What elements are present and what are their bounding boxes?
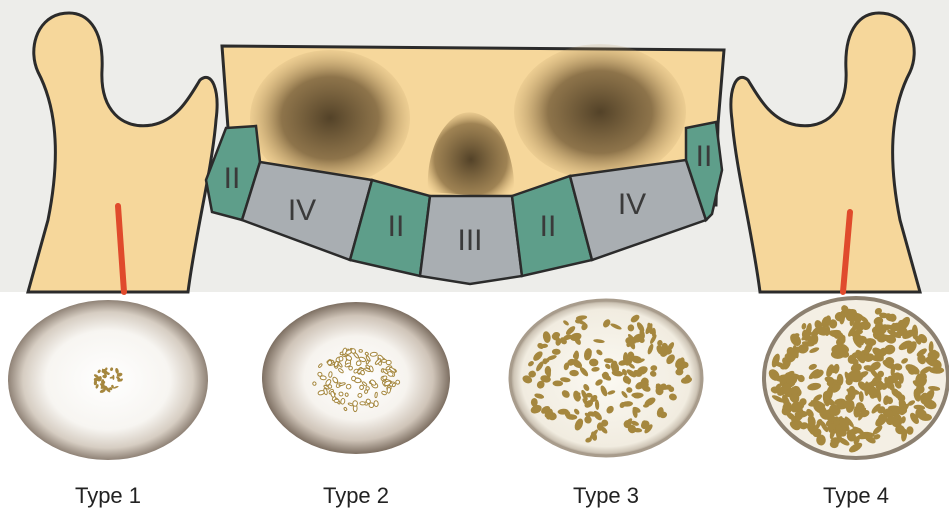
trabecular-speck	[359, 385, 363, 390]
type-1-label: Type 1	[75, 483, 141, 508]
trabecular-speck	[369, 403, 374, 408]
trabecular-speck	[328, 371, 332, 377]
trabecular-speck	[351, 348, 356, 353]
trabecular-speck	[375, 392, 378, 397]
type-4-label: Type 4	[823, 483, 889, 508]
trabecular-speck	[320, 376, 326, 381]
trabecular-speck	[349, 366, 353, 370]
trabecular-speck	[531, 398, 538, 407]
trabecular-speck	[112, 375, 114, 380]
bone-type-2: Type 2	[262, 302, 450, 508]
trabecular-speck	[370, 352, 377, 357]
bone-type-3: Type 3	[510, 300, 702, 508]
zone-label-left-premolar: II	[388, 210, 405, 243]
trabecular-speck	[365, 386, 369, 390]
type-1-disc	[8, 300, 208, 460]
trabecular-speck	[387, 387, 391, 393]
trabecular-speck	[631, 393, 643, 398]
trabecular-speck	[359, 349, 363, 352]
trabecular-speck	[395, 380, 400, 385]
trabecular-speck	[360, 402, 366, 406]
type-2-label: Type 2	[323, 483, 389, 508]
zone-label-right-outer: II	[696, 140, 713, 173]
trabecular-speck	[360, 370, 365, 375]
type-3-label: Type 3	[573, 483, 639, 508]
zone-label-anterior: III	[457, 224, 482, 257]
zone-label-left-posterior: IV	[288, 194, 316, 227]
trabecular-speck	[345, 393, 349, 397]
trabecular-speck	[374, 400, 379, 406]
zone-label-right-posterior: IV	[618, 188, 646, 221]
zone-label-left-outer: II	[224, 162, 241, 195]
trabecular-speck	[351, 376, 356, 381]
bone-type-1: Type 1	[8, 300, 208, 508]
bone-type-4: Type 4	[764, 298, 948, 508]
zone-label-right-premolar: II	[540, 210, 557, 243]
trabecular-speck	[339, 357, 343, 361]
trabecular-speck	[382, 359, 387, 362]
right-maxillary-sinus	[514, 44, 686, 180]
